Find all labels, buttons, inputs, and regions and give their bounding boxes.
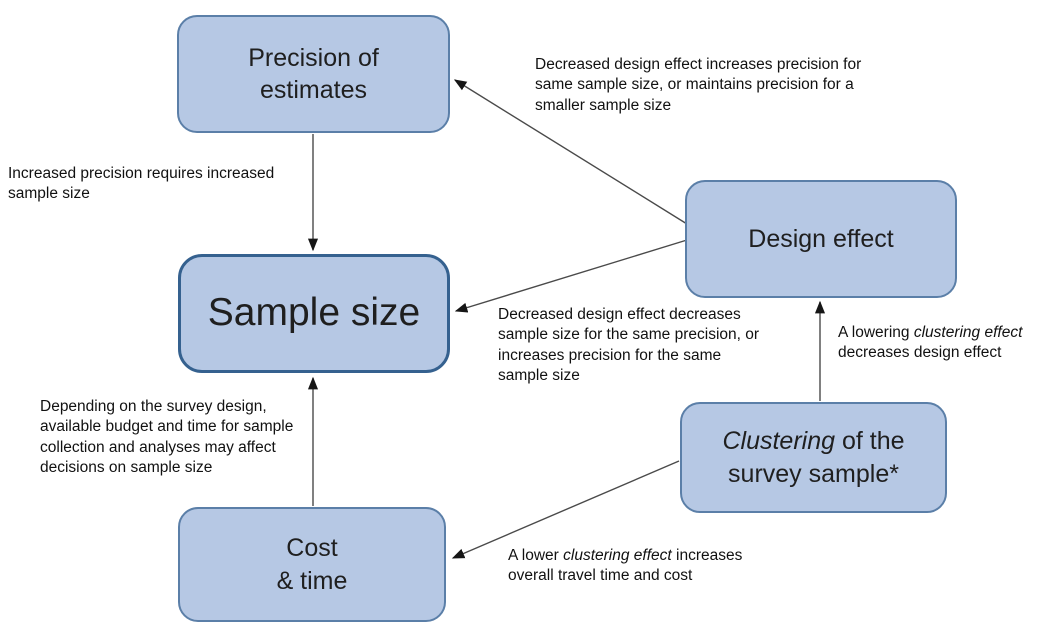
precision-of-estimates-box: Precision of estimates	[177, 15, 450, 133]
precision-of-estimates-label: Precision of estimates	[248, 43, 379, 105]
design-effect-label: Design effect	[748, 224, 894, 253]
note-design-effect-to-precision: Decreased design effect increases precis…	[535, 56, 862, 114]
arrow-clustering-to-cost	[451, 460, 680, 559]
note-design-effect-to-sample-size: Decreased design effect decreases sample…	[498, 306, 760, 385]
arrow-design-to-sample	[454, 239, 688, 313]
clustering-label: Clustering of the survey sample*	[722, 427, 905, 488]
sample-size-box: Sample size	[178, 254, 450, 373]
cost-and-time-box: Cost & time	[178, 507, 446, 622]
note-precision-to-sample-size: Increased precision requires increased s…	[8, 165, 275, 203]
sample-size-label: Sample size	[207, 291, 421, 335]
design-effect-box: Design effect	[685, 180, 957, 298]
arrow-design-to-precision	[453, 79, 688, 225]
note-clustering-to-cost-time: A lower clustering effect increases over…	[508, 547, 743, 585]
note-clustering-to-design-effect: A lowering clustering effect decreases d…	[838, 324, 1023, 362]
cost-and-time-label: Cost & time	[276, 534, 348, 595]
clustering-box: Clustering of the survey sample*	[680, 402, 947, 513]
note-cost-time-to-sample-size: Depending on the survey design, availabl…	[40, 398, 294, 477]
